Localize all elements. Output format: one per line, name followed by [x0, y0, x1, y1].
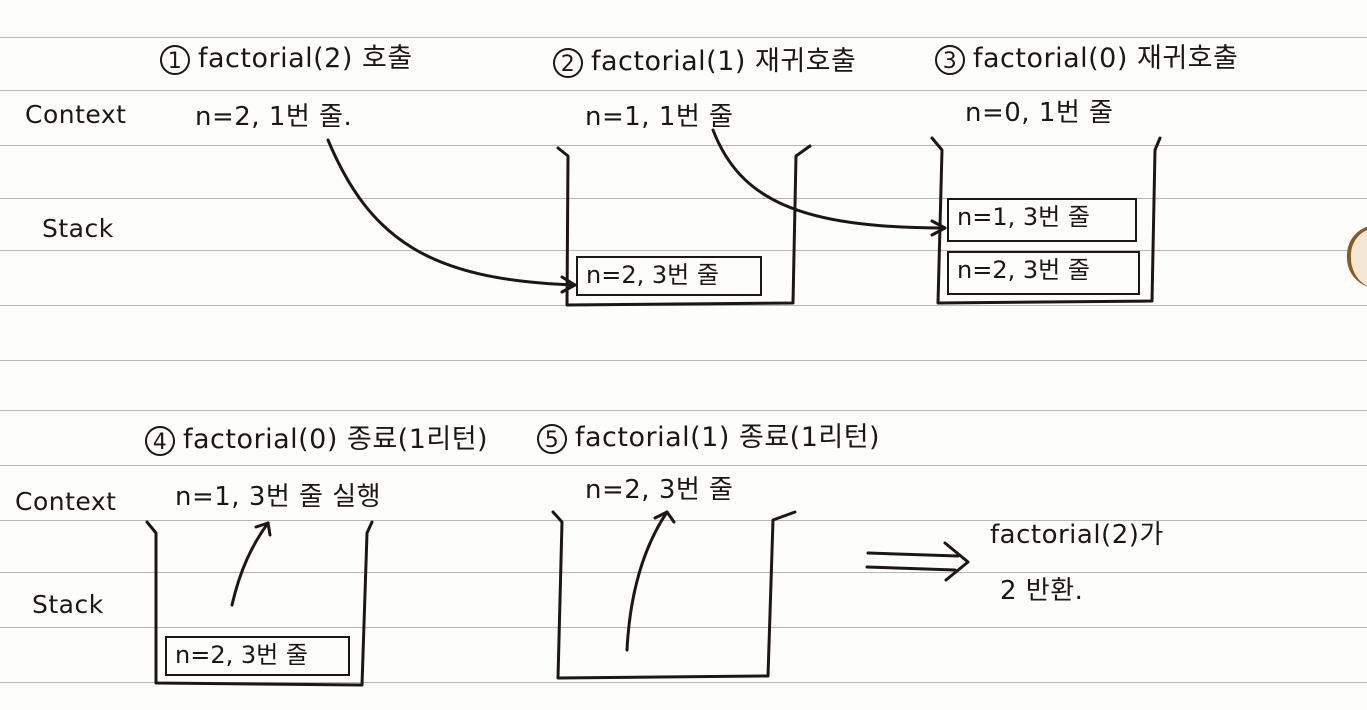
step-5-title: 5 factorial(1) 종료(1리턴) — [537, 423, 880, 454]
step-number-badge: 3 — [935, 44, 965, 75]
ruled-line — [0, 250, 1367, 251]
arrow-push-step-1 — [326, 138, 577, 287]
step-number-badge: 2 — [553, 47, 583, 78]
step-number-badge: 1 — [160, 44, 190, 75]
step-title-text: factorial(0) 재귀호출 — [973, 43, 1239, 74]
ruled-line — [0, 305, 1367, 306]
step-4-title: 4 factorial(0) 종료(1리턴) — [145, 425, 488, 456]
stack-frame: n=2, 3번 줄 — [576, 256, 762, 296]
step-3-context: n=0, 1번 줄 — [965, 98, 1114, 128]
stack-row-label-top: Stack — [42, 214, 114, 243]
ruled-line — [0, 360, 1367, 361]
arrow-return-step-5 — [625, 510, 669, 652]
result-line-2: 2 반환. — [1000, 576, 1084, 606]
ruled-line — [0, 520, 1367, 521]
stack-container-step-3 — [930, 136, 1162, 305]
result-line-1: factorial(2)가 — [990, 520, 1164, 550]
step-title-text: factorial(1) 재귀호출 — [591, 46, 857, 77]
stack-frame: n=2, 3번 줄 — [165, 636, 350, 676]
stack-frame: n=1, 3번 줄 — [947, 198, 1137, 242]
stack-frame: n=2, 3번 줄 — [947, 251, 1140, 295]
step-title-text: factorial(0) 종료(1리턴) — [183, 424, 489, 455]
ruled-line — [0, 627, 1367, 628]
step-2-context: n=1, 1번 줄 — [585, 102, 734, 132]
step-2-title: 2 factorial(1) 재귀호출 — [553, 47, 856, 78]
ruled-line — [0, 682, 1367, 683]
step-title-text: factorial(2) 호출 — [198, 43, 413, 74]
result-double-arrow-icon — [865, 541, 970, 582]
ruled-line — [0, 410, 1367, 411]
step-3-title: 3 factorial(0) 재귀호출 — [935, 44, 1238, 75]
step-number-badge: 5 — [537, 423, 567, 454]
arrow-push-step-2 — [711, 128, 947, 230]
stack-container-step-2 — [556, 144, 812, 307]
step-4-context: n=1, 3번 줄 실행 — [175, 482, 382, 512]
ruled-line — [0, 572, 1367, 573]
ruled-line — [0, 145, 1367, 146]
ruled-line — [0, 37, 1367, 38]
stack-container-step-4 — [145, 520, 374, 687]
stack-container-step-5 — [551, 510, 797, 680]
step-title-text: factorial(1) 종료(1리턴) — [575, 422, 881, 453]
step-1-context: n=2, 1번 줄. — [195, 102, 353, 132]
step-1-title: 1 factorial(2) 호출 — [160, 44, 413, 75]
stack-row-label-bottom: Stack — [32, 590, 104, 619]
context-row-label-top: Context — [25, 100, 127, 129]
arrow-return-step-4 — [230, 521, 270, 607]
step-number-badge: 4 — [145, 425, 175, 456]
ruled-line — [0, 90, 1367, 91]
ruled-line — [0, 198, 1367, 199]
ruled-line — [0, 465, 1367, 466]
step-5-context: n=2, 3번 줄 — [585, 475, 734, 505]
context-row-label-bottom: Context — [15, 487, 117, 516]
